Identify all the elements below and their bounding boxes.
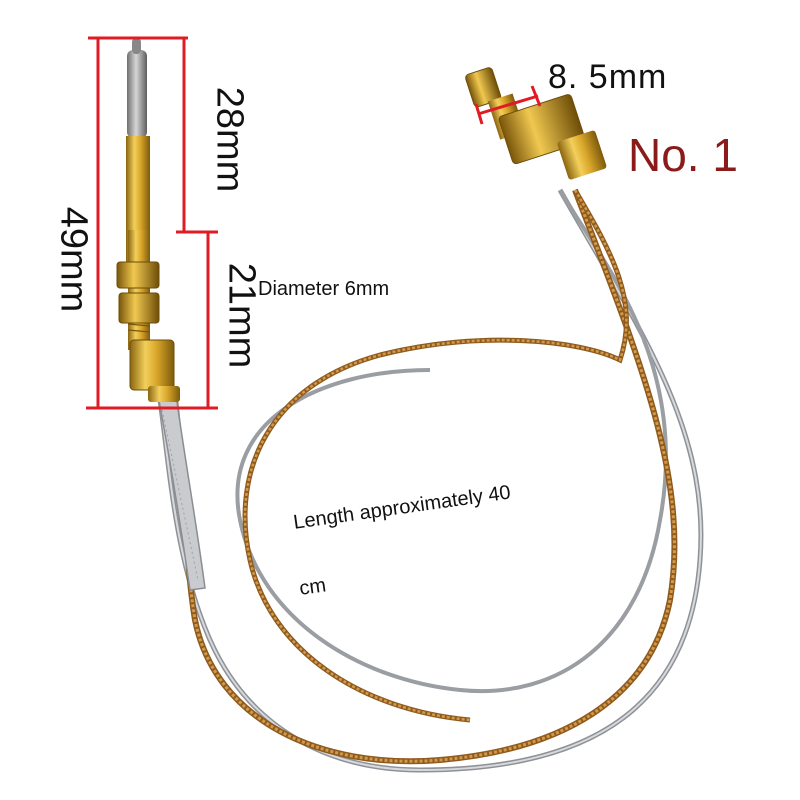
- probe-base: [129, 339, 175, 391]
- connector-assembly: [465, 67, 607, 180]
- thread-length-label: 21mm: [220, 262, 263, 369]
- tip-length-label: 28mm: [208, 86, 251, 193]
- model-label: No. 1: [628, 129, 738, 181]
- hex-nut-lower: [118, 292, 160, 324]
- diameter-label: Diameter 6mm: [258, 278, 390, 300]
- probe-tip: [127, 50, 147, 138]
- total-length-label: 49mm: [52, 206, 95, 313]
- hex-nut-upper: [116, 261, 160, 289]
- probe-assembly: [116, 38, 180, 402]
- dimension-lines: [86, 36, 542, 410]
- braided-sleeve: [157, 394, 206, 591]
- cable-length-label-line2: cm: [298, 574, 328, 600]
- nut-size-label: 8. 5mm: [548, 58, 668, 96]
